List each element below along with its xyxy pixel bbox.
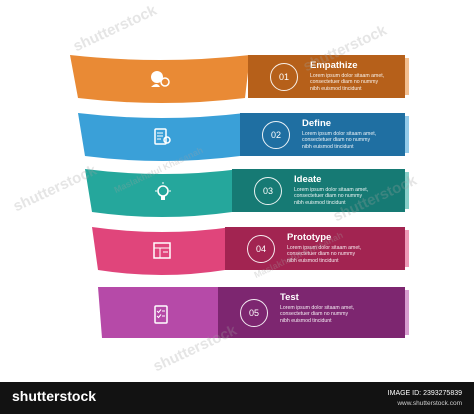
description-line: nibh euismod tincidunt <box>310 85 362 92</box>
description-line: consectetuer diam no nummy <box>287 251 356 258</box>
image-id-label: IMAGE ID: 2393275839 <box>387 390 462 397</box>
funnel-segment-2 <box>78 113 245 161</box>
step-description-4: Lorem ipsum dolor sitaam amet,consectetu… <box>287 245 387 264</box>
description-line: nibh euismod tincidunt <box>302 143 354 150</box>
band-edge-3 <box>405 172 409 209</box>
funnel-diagram <box>70 55 409 338</box>
head-gears-icon <box>148 67 172 91</box>
step-number-3: 03 <box>254 176 282 205</box>
description-line: Lorem ipsum dolor sitaam amet, <box>310 73 385 79</box>
description-line: consectetuer diam no nummy <box>280 311 349 318</box>
description-line: consectetuer diam no nummy <box>294 193 363 200</box>
description-line: consectetuer diam no nummy <box>302 137 371 144</box>
band-edge-2 <box>405 116 409 153</box>
description-line: consectetuer diam no nummy <box>310 79 379 86</box>
description-line: nibh euismod tincidunt <box>280 317 332 324</box>
description-line: Lorem ipsum dolor sitaam amet, <box>294 187 369 193</box>
description-line: Lorem ipsum dolor sitaam amet, <box>302 131 377 137</box>
step-number-2: 02 <box>262 120 290 149</box>
step-title-1: Empathize <box>310 60 358 71</box>
step-description-3: Lorem ipsum dolor sitaam amet,consectetu… <box>294 187 394 206</box>
band-edge-5 <box>405 290 409 335</box>
funnel-segment-3 <box>85 169 240 217</box>
description-line: Lorem ipsum dolor sitaam amet, <box>280 305 355 311</box>
step-title-3: Ideate <box>294 174 322 185</box>
footer-bar: shutterstock IMAGE ID: 2393275839 www.sh… <box>0 382 474 414</box>
lightbulb-icon <box>151 181 175 205</box>
step-number-1: 01 <box>270 62 298 91</box>
step-number-5: 05 <box>240 298 268 327</box>
description-line: Lorem ipsum dolor sitaam amet, <box>287 245 362 251</box>
step-title-2: Define <box>302 118 332 129</box>
description-line: nibh euismod tincidunt <box>287 257 339 264</box>
clipboard-search-icon <box>150 125 174 149</box>
site-url: www.shutterstock.com <box>397 400 462 407</box>
band-edge-1 <box>405 58 409 95</box>
brand-logo: shutterstock <box>12 388 97 404</box>
step-title-5: Test <box>280 292 299 303</box>
funnel-segment-5 <box>98 287 225 338</box>
band-edge-4 <box>405 230 409 267</box>
step-description-1: Lorem ipsum dolor sitaam amet,consectetu… <box>310 73 410 92</box>
blueprint-icon <box>150 239 174 263</box>
description-line: nibh euismod tincidunt <box>294 199 346 206</box>
step-description-5: Lorem ipsum dolor sitaam amet,consectetu… <box>280 305 380 324</box>
funnel-segment-4 <box>92 227 232 275</box>
step-number-4: 04 <box>247 234 275 263</box>
checklist-icon <box>150 303 174 327</box>
step-description-2: Lorem ipsum dolor sitaam amet,consectetu… <box>302 131 402 150</box>
step-title-4: Prototype <box>287 232 332 243</box>
